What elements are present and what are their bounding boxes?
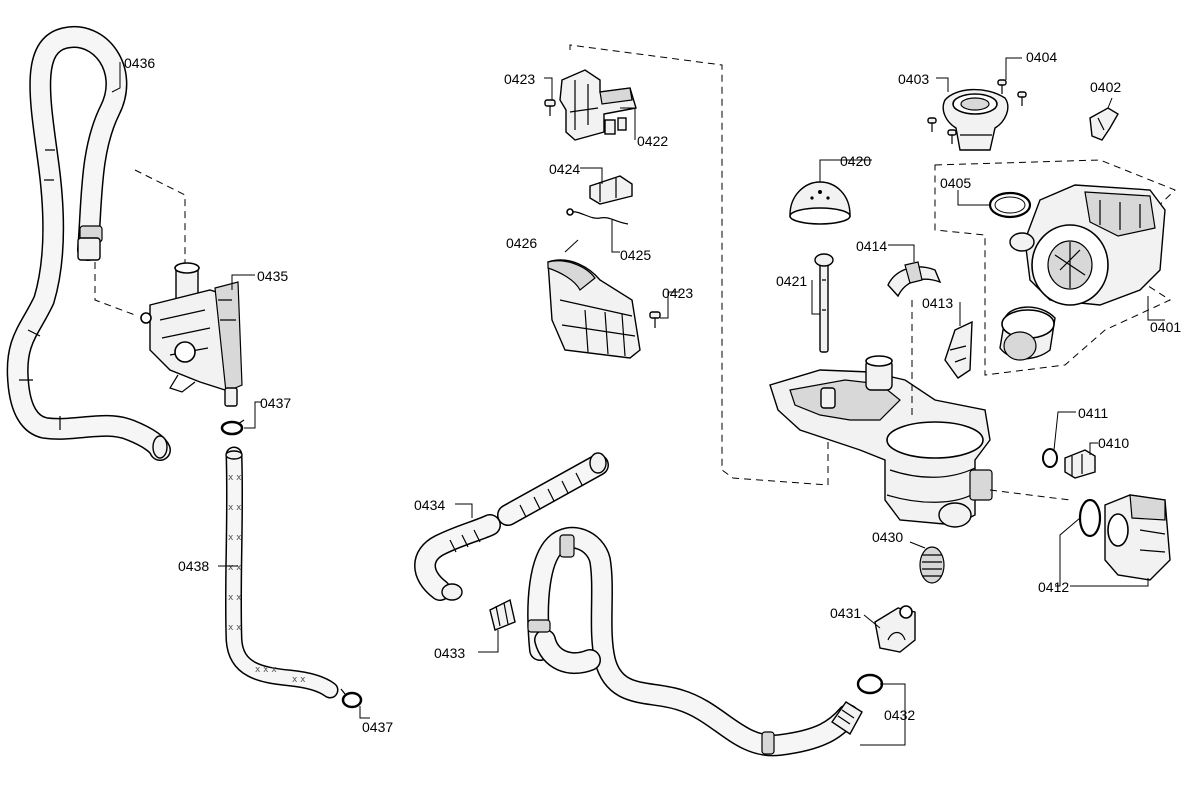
callout-0402: 0402	[1090, 79, 1121, 95]
bracket-0422[interactable]	[559, 69, 637, 141]
svg-text:x x: x x	[228, 473, 242, 483]
sensor-0410[interactable]	[1064, 449, 1096, 479]
callout-0410: 0410	[1098, 435, 1129, 451]
callout-0437-top: 0437	[260, 395, 291, 411]
seal-ring-0432[interactable]	[856, 673, 884, 695]
heat-pump-0401[interactable]	[999, 184, 1166, 361]
callout-0423-top: 0423	[504, 71, 535, 87]
seal-0411[interactable]	[1042, 448, 1058, 468]
drain-pump-0435[interactable]	[140, 262, 243, 407]
callout-0424: 0424	[549, 161, 580, 177]
hose-section-0434[interactable]	[414, 452, 609, 601]
callout-0401: 0401	[1150, 319, 1181, 335]
cable-0425[interactable]	[566, 208, 629, 225]
svg-text:x x: x x	[228, 593, 242, 603]
holder-0426[interactable]	[547, 259, 641, 359]
callout-0425: 0425	[620, 247, 651, 263]
callout-0403: 0403	[898, 71, 929, 87]
gasket-0412-ring[interactable]	[1078, 498, 1102, 538]
callout-0438: 0438	[178, 558, 209, 574]
callout-0420: 0420	[840, 153, 871, 169]
svg-text:x x: x x	[292, 675, 306, 685]
screw-0404[interactable]	[927, 79, 1027, 144]
callout-0412: 0412	[1038, 579, 1069, 595]
callout-0426: 0426	[506, 235, 537, 251]
sump-assembly[interactable]	[769, 355, 993, 528]
svg-text:x x: x x	[228, 533, 242, 543]
sensor-0424[interactable]	[589, 175, 633, 205]
pump-0412[interactable]	[1104, 494, 1171, 581]
ring-0405[interactable]	[988, 191, 1032, 219]
callout-0422: 0422	[637, 133, 668, 149]
callout-0405: 0405	[940, 175, 971, 191]
callout-0436: 0436	[124, 55, 155, 71]
filter-0430[interactable]	[919, 546, 945, 584]
screw-0423-top[interactable]	[544, 99, 556, 116]
callout-0431: 0431	[830, 605, 861, 621]
hose-0438[interactable]: x x x x x x x x x x x x x x x x x	[224, 446, 339, 699]
screw-0423-right[interactable]	[649, 311, 661, 328]
drain-hose-long[interactable]	[527, 526, 863, 757]
callout-0414: 0414	[856, 238, 887, 254]
callout-0421: 0421	[776, 273, 807, 289]
hose-clamp-0437-bottom[interactable]	[340, 688, 363, 709]
guide-0414[interactable]	[887, 261, 942, 298]
clip-0433[interactable]	[489, 598, 516, 631]
callout-0437-bottom: 0437	[362, 719, 393, 735]
leader-lines	[111, 57, 1165, 746]
callout-0433: 0433	[434, 645, 465, 661]
callout-0432: 0432	[884, 707, 915, 723]
rod-0421[interactable]	[814, 253, 834, 353]
bracket-0413[interactable]	[944, 320, 973, 379]
callout-0430: 0430	[872, 529, 903, 545]
hose-clamp-0437-top[interactable]	[220, 419, 245, 436]
callout-0435: 0435	[257, 268, 288, 284]
callout-0413: 0413	[922, 295, 953, 311]
callout-0411: 0411	[1078, 405, 1108, 421]
callout-0434: 0434	[414, 497, 445, 513]
clip-0402[interactable]	[1089, 107, 1119, 141]
svg-text:x x: x x	[228, 623, 242, 633]
cover-0420[interactable]	[789, 181, 851, 225]
callout-0404: 0404	[1026, 49, 1057, 65]
flange-0403[interactable]	[942, 88, 1009, 151]
svg-text:x x: x x	[228, 563, 242, 573]
callout-0423-right: 0423	[662, 285, 693, 301]
svg-text:x x: x x	[228, 503, 242, 513]
drain-hose-0436[interactable]	[6, 26, 171, 461]
cap-0431[interactable]	[874, 605, 916, 653]
svg-text:x x x: x x x	[255, 665, 277, 675]
